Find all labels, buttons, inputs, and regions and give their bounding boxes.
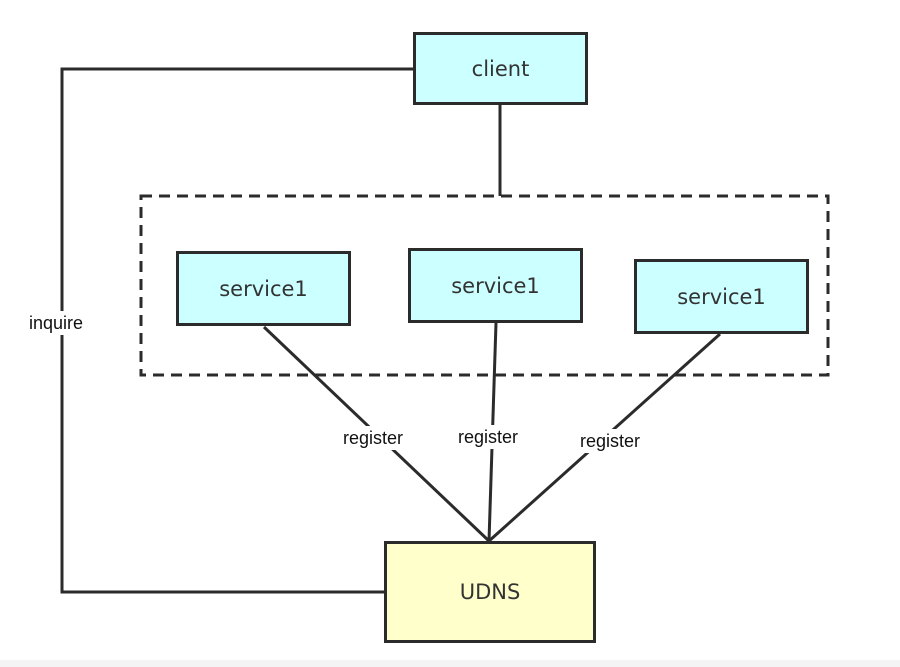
client-node[interactable]: client xyxy=(413,32,588,105)
service1-node-left[interactable]: service1 xyxy=(176,251,351,326)
inquire-label: inquire xyxy=(26,311,87,335)
service-group-boundary xyxy=(139,194,830,377)
inquire-connector xyxy=(60,67,413,594)
register-label-right: register xyxy=(577,429,644,453)
service1-node-center[interactable]: service1 xyxy=(408,248,583,323)
register-label-left: register xyxy=(340,426,407,450)
udns-node[interactable]: UDNS xyxy=(384,541,596,643)
register-label-center: register xyxy=(455,425,522,449)
service1-node-right[interactable]: service1 xyxy=(634,259,809,334)
bottom-strip xyxy=(0,660,900,667)
